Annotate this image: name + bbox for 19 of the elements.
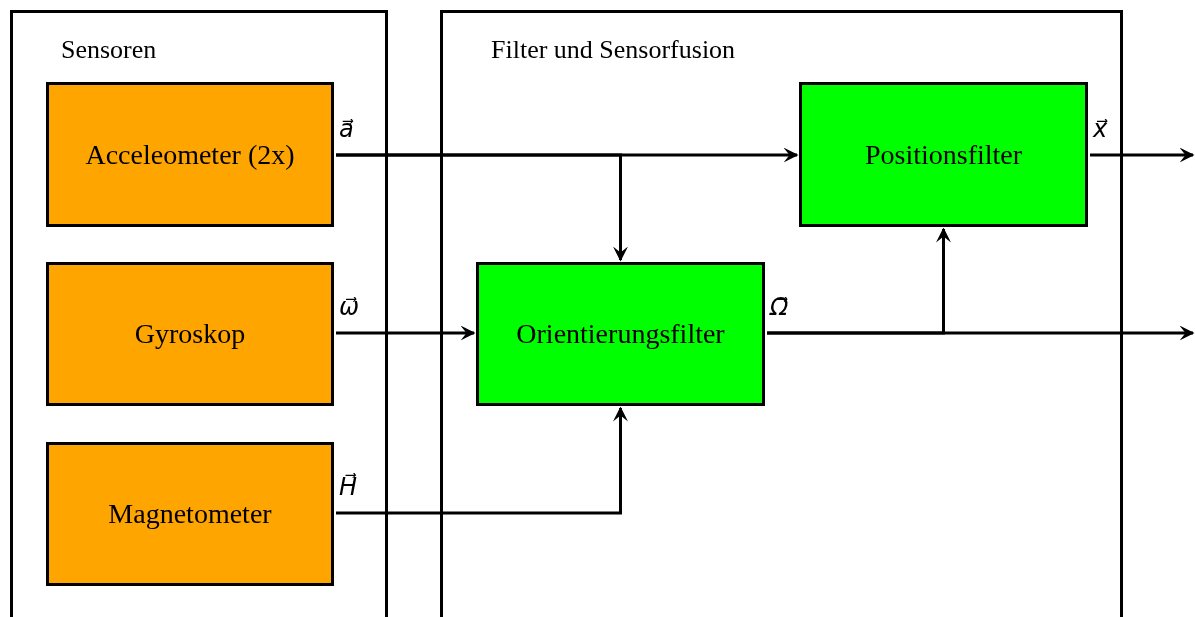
box-label: Magnetometer [108, 498, 272, 530]
process-box [46, 82, 334, 227]
box-label: Acceleometer (2x) [85, 138, 295, 171]
box-label: Orientierungsfilter [516, 318, 725, 350]
arrow [767, 227, 951, 335]
process-box [46, 442, 334, 586]
process-box [799, 82, 1088, 227]
arrow [336, 406, 628, 515]
process-box [46, 262, 334, 406]
panel-title: Sensoren [61, 35, 157, 65]
process-box [476, 262, 765, 406]
arrow [1090, 147, 1195, 163]
group-panel [440, 10, 1123, 617]
panel-title: Filter und Sensorfusion [491, 35, 736, 65]
arrow [336, 325, 476, 341]
box-label: Positionsfilter [864, 138, 1023, 171]
arrow [336, 153, 628, 262]
box-label: Gyroskop [134, 318, 246, 350]
group-panel [10, 10, 388, 617]
